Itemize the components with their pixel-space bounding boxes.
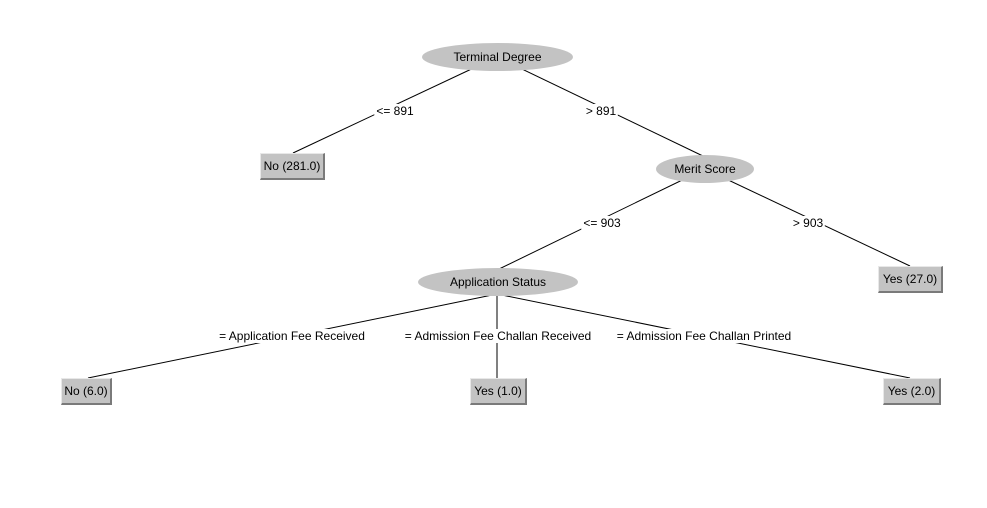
leaf-yes-1-label: Yes (1.0) bbox=[474, 384, 522, 398]
edge-label-merit-right: > 903 bbox=[790, 216, 826, 230]
edge-label-status-1: = Application Fee Received bbox=[217, 329, 367, 343]
node-application-status[interactable]: Application Status bbox=[418, 268, 578, 296]
edge-label-merit-left: <= 903 bbox=[581, 216, 623, 230]
leaf-no-281[interactable]: No (281.0) bbox=[260, 153, 325, 180]
leaf-yes-2[interactable]: Yes (2.0) bbox=[883, 378, 941, 405]
leaf-yes-2-label: Yes (2.0) bbox=[887, 384, 936, 398]
leaf-no-6[interactable]: No (6.0) bbox=[61, 378, 112, 405]
leaf-yes-27[interactable]: Yes (27.0) bbox=[878, 266, 943, 293]
edge-label-root-left: <= 891 bbox=[374, 104, 416, 118]
node-merit-score-label: Merit Score bbox=[674, 162, 736, 176]
leaf-no-281-label: No (281.0) bbox=[263, 159, 321, 173]
leaf-no-6-label: No (6.0) bbox=[64, 384, 108, 398]
node-merit-score[interactable]: Merit Score bbox=[656, 155, 754, 183]
node-application-status-label: Application Status bbox=[449, 275, 547, 289]
edge-label-root-right: > 891 bbox=[583, 104, 619, 118]
edge-label-status-2: = Admission Fee Challan Received bbox=[402, 329, 594, 343]
edge-label-status-3: = Admission Fee Challan Printed bbox=[614, 329, 794, 343]
node-terminal-degree[interactable]: Terminal Degree bbox=[422, 43, 573, 71]
node-terminal-degree-label: Terminal Degree bbox=[453, 50, 542, 64]
leaf-yes-27-label: Yes (27.0) bbox=[882, 272, 938, 286]
leaf-yes-1[interactable]: Yes (1.0) bbox=[470, 378, 527, 405]
